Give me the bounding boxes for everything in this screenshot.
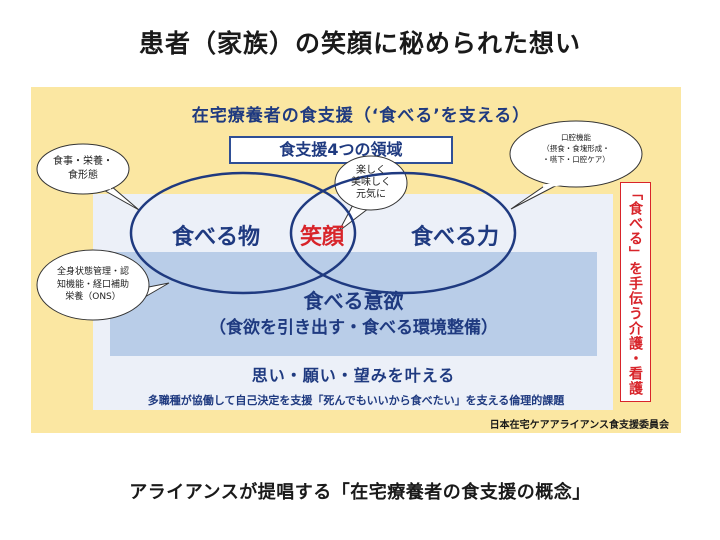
- vertical-care-label: 「食べる」を手伝う介護・看護: [627, 186, 643, 396]
- right-circle: [289, 171, 517, 295]
- center-smile-label: 笑顔: [300, 225, 345, 250]
- diagram-heading: 在宅療養者の食支援（‘食べる’を支える）: [191, 106, 531, 126]
- footer-caption: アライアンスが提唱する「在宅療養者の食支援の概念」: [129, 482, 591, 503]
- diagram-panel: 在宅療養者の食支援（‘食べる’を支える） 食支援4つの領域 食べる物 笑顔 食べ: [31, 87, 681, 433]
- vertical-care-box: 「食べる」を手伝う介護・看護: [620, 182, 651, 402]
- bubble-food-text: 食事・栄養・ 食形態: [53, 156, 113, 181]
- committee-credit: 日本在宅ケアアライアンス食支援委員会: [489, 420, 669, 431]
- left-circle-label: 食べる物: [172, 225, 261, 250]
- bubble-oral: [509, 120, 643, 210]
- bubble-food: [36, 143, 140, 211]
- bubble-enjoy: [334, 155, 408, 232]
- desire-subtitle: （食欲を引き出す・食べる環境整備）: [209, 318, 498, 338]
- slide-title: 患者（家族）の笑顔に秘められた想い: [138, 29, 581, 58]
- right-circle-label: 食べる力: [411, 225, 500, 250]
- diagram-shapes: [36, 120, 643, 321]
- bubble-oral-text: 口腔機能 （摂食・食塊形成・ ・嚥下・口腔ケア）: [542, 133, 610, 164]
- bubble-body: [36, 249, 170, 321]
- bubble-body-text: 全身状態管理・認 知機能・経口補助 栄養（ONS）: [56, 267, 129, 302]
- desire-title: 食べる意欲: [303, 289, 404, 313]
- bubble-enjoy-text: 楽しく 美味しく 元気に: [351, 165, 391, 200]
- desire-band: [110, 252, 597, 356]
- domain-label: 食支援4つの領域: [229, 136, 453, 164]
- wishes-text: 思い・願い・望みを叶える: [251, 366, 456, 385]
- left-circle: [129, 171, 357, 295]
- ethics-text: 多職種が協働して自己決定を支援「死んでもいいから食べたい」を支える倫理的課題: [147, 394, 565, 407]
